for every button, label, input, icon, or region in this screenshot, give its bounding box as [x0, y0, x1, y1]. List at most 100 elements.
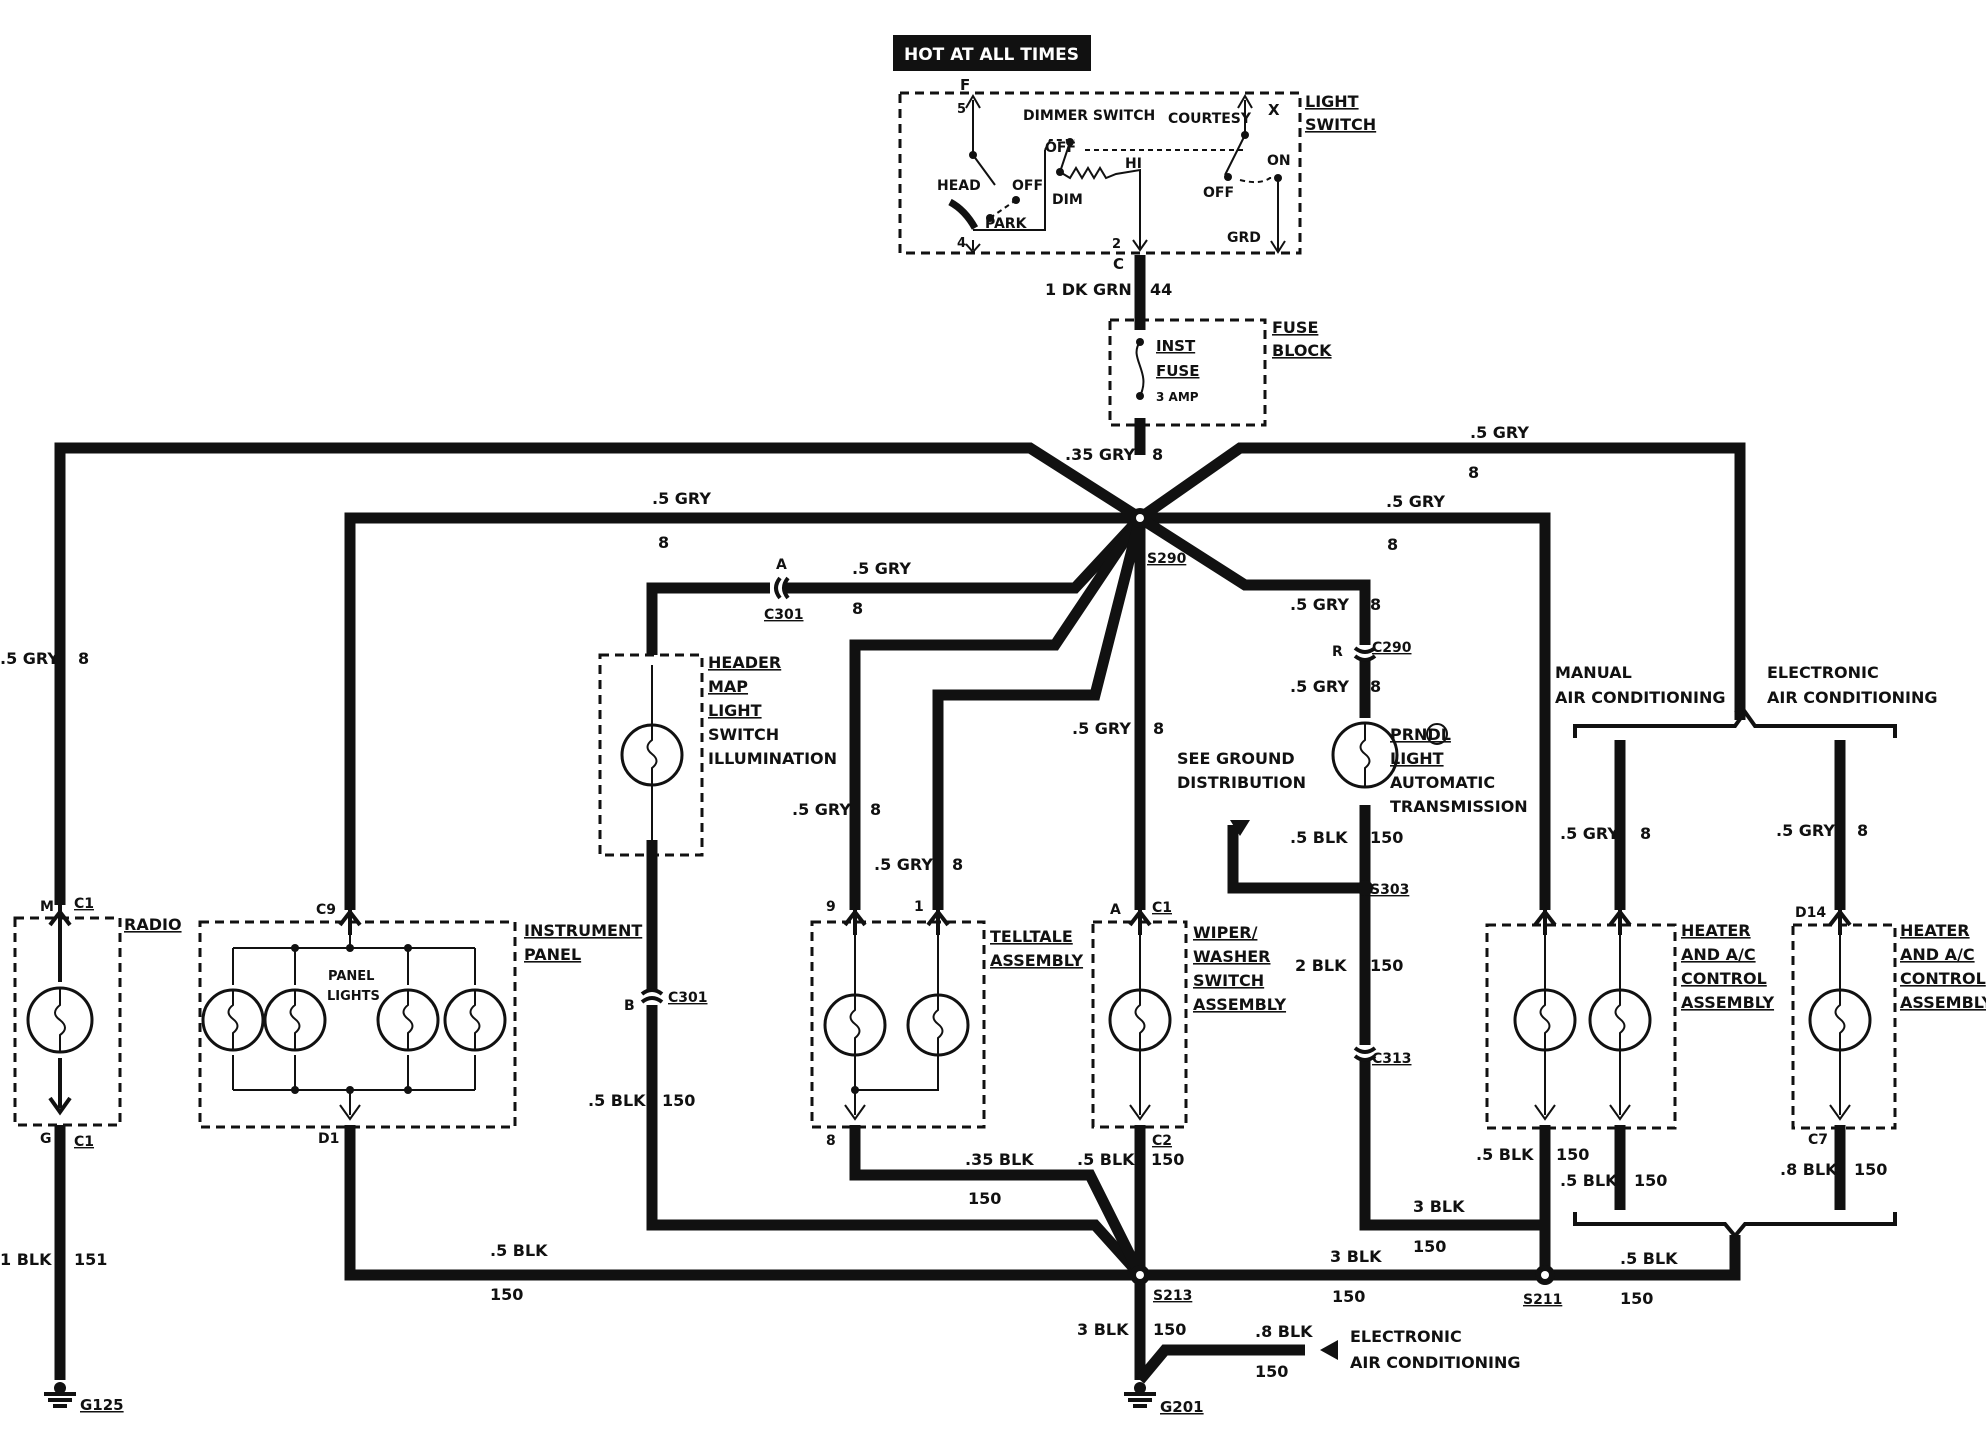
c301-bottom-pin: B — [624, 998, 635, 1014]
splice-s211-label: S211 — [1523, 1292, 1562, 1308]
fuse-name-1: INST — [1156, 337, 1196, 355]
hac1-label-1: HEATER — [1681, 921, 1751, 940]
grd-label: GRD — [1227, 230, 1261, 246]
telltale-label-2: ASSEMBLY — [990, 951, 1083, 970]
wire-label: 8 — [870, 800, 881, 819]
wire-label: 8 — [78, 649, 89, 668]
wiper-label-1: WIPER/ — [1193, 923, 1258, 942]
hac2-label-1: HEATER — [1900, 921, 1970, 940]
wire-label: 1 BLK — [0, 1250, 52, 1269]
pin-4-label: 4 — [957, 236, 966, 251]
header-label-4: SWITCH — [708, 725, 779, 744]
prndl-label-4: TRANSMISSION — [1390, 797, 1528, 816]
pin-x-label: X — [1268, 101, 1280, 119]
wire-label: .35 GRY — [1065, 445, 1135, 464]
panel-lights-label: PANEL — [328, 969, 374, 984]
wire-label: .5 GRY — [852, 559, 911, 578]
wire-label: 150 — [1255, 1362, 1288, 1381]
wire-label: 8 — [658, 533, 669, 552]
ground-icon — [44, 1392, 76, 1408]
wire-label: 150 — [1556, 1145, 1589, 1164]
wire-label: 8 — [1640, 824, 1651, 843]
park-label: PARK — [985, 216, 1028, 232]
wiper-top-pin: A — [1110, 902, 1121, 918]
light-switch-title-2: SWITCH — [1305, 115, 1376, 134]
wire-label: .5 BLK — [1077, 1150, 1135, 1169]
hac2-label-3: CONTROL — [1900, 969, 1986, 988]
radio-top-connector: C1 — [74, 896, 94, 912]
light-switch-title: LIGHT — [1305, 92, 1359, 111]
panel-bottom-connector: D1 — [318, 1131, 339, 1147]
wire-label: 150 — [968, 1189, 1001, 1208]
wire-label: .5 GRY — [1290, 595, 1349, 614]
wiper-label-3: SWITCH — [1193, 971, 1264, 990]
wire-label: .35 BLK — [965, 1150, 1034, 1169]
dimmer-switch-label: DIMMER SWITCH — [1023, 108, 1155, 124]
instrument-panel-label: INSTRUMENT — [524, 921, 642, 940]
wire-label: .5 GRY — [1560, 824, 1619, 843]
ground-wires — [54, 840, 1846, 1384]
panel-lights-label-2: LIGHTS — [327, 989, 380, 1004]
c301-top-label: C301 — [764, 607, 804, 623]
c301-bottom-label: C301 — [668, 990, 708, 1006]
radio: M C1 G C1 RADIO — [13, 896, 182, 1150]
ac-option-brackets — [1573, 703, 1897, 1240]
wire-label: .8 BLK — [1255, 1322, 1313, 1341]
hac2-label-2: AND A/C — [1900, 945, 1975, 964]
wire-label: 8 — [952, 855, 963, 874]
off-label-1: OFF — [1012, 178, 1043, 194]
ground-g201-label: G201 — [1160, 1398, 1204, 1416]
instrument-panel-label-2: PANEL — [524, 945, 581, 964]
wire-label: .5 BLK — [1476, 1145, 1534, 1164]
wire-label: .5 GRY — [792, 800, 851, 819]
pin-2-label: 2 — [1112, 237, 1121, 252]
arrow-icon — [1320, 1340, 1338, 1360]
light-switch-box — [898, 91, 1302, 255]
radio-bottom-connector: C1 — [74, 1134, 94, 1150]
radio-bottom-pin: G — [40, 1131, 52, 1147]
ground-icon — [1124, 1392, 1156, 1408]
wiper-label-2: WASHER — [1193, 947, 1270, 966]
wire-label: 8 — [1387, 535, 1398, 554]
wiper-top-connector: C1 — [1152, 900, 1172, 916]
header-label-2: MAP — [708, 677, 748, 696]
fuse-rating: 3 AMP — [1156, 390, 1199, 404]
wire-label: 2 BLK — [1295, 956, 1347, 975]
wire-label: .5 BLK — [588, 1091, 646, 1110]
heater-d14-pin: D14 — [1795, 905, 1826, 921]
ground-dist-label-2: DISTRIBUTION — [1177, 773, 1306, 792]
prndl-label-2: LIGHT — [1390, 749, 1444, 768]
wire-label: .5 BLK — [1290, 828, 1348, 847]
wire-label: 150 — [1370, 828, 1403, 847]
c301-top-pin: A — [776, 557, 787, 573]
wiper-label-4: ASSEMBLY — [1193, 995, 1286, 1014]
hot-at-all-times-badge — [893, 35, 1091, 71]
wire-label: .5 GRY — [1290, 677, 1349, 696]
wire-label: .5 GRY — [874, 855, 933, 874]
wire-label: 150 — [662, 1091, 695, 1110]
ground-g201 — [1124, 1382, 1156, 1408]
wire-label: 150 — [1153, 1320, 1186, 1339]
wire-label: 150 — [1413, 1237, 1446, 1256]
splice-s290-label: S290 — [1147, 551, 1187, 567]
wire-label: 150 — [1854, 1160, 1887, 1179]
electronic-ac-label: ELECTRONIC — [1767, 663, 1879, 682]
c290-label: C290 — [1372, 640, 1412, 656]
connector-c313 — [1353, 1046, 1377, 1062]
off-label-3: OFF — [1203, 185, 1234, 201]
pin-f-label: F — [960, 76, 970, 94]
eac-bottom-label-2: AIR CONDITIONING — [1350, 1353, 1521, 1372]
fuse-block: INST FUSE 3 AMP FUSE BLOCK — [1108, 318, 1332, 427]
fuse-block-title-2: BLOCK — [1272, 341, 1332, 360]
wire-label: .5 GRY — [652, 489, 711, 508]
prndl-light: PRNDL LIGHT AUTOMATIC TRANSMISSION — [1230, 721, 1528, 836]
telltale-assembly: 9 1 8 TELLTALE ASSEMBLY — [810, 899, 1083, 1149]
eac-bottom-label: ELECTRONIC — [1350, 1327, 1462, 1346]
connector-c301-top — [774, 576, 790, 600]
courtesy-label: COURTESY — [1168, 111, 1252, 127]
prndl-label-1: PRNDL — [1390, 725, 1451, 744]
wiper-washer-switch: A C1 C2 WIPER/ WASHER SWITCH ASSEMBLY — [1091, 900, 1286, 1149]
wire-label: 8 — [1370, 677, 1381, 696]
ground-g125 — [44, 1382, 76, 1408]
